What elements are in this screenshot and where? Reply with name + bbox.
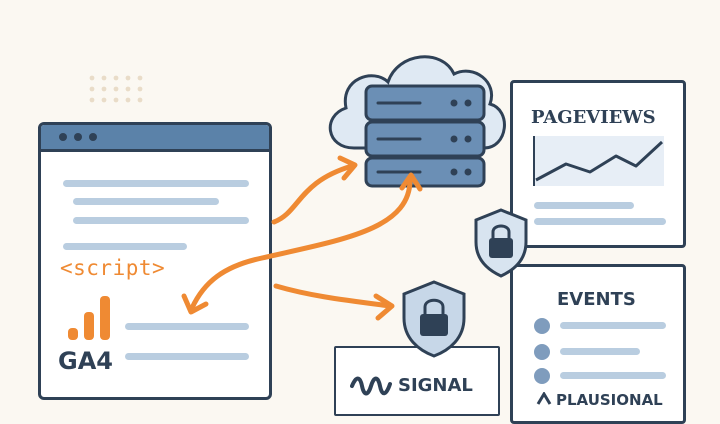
script-tag-text: <script> [60, 256, 166, 280]
browser-titlebar [41, 125, 269, 152]
lock-shield-icon [474, 208, 528, 278]
data-flow-arrows [181, 155, 423, 321]
list-bullet-icon [534, 368, 550, 384]
content-line [560, 372, 666, 379]
pageviews-title: PAGEVIEWS [531, 107, 656, 128]
content-line [125, 323, 249, 330]
signal-panel: SIGNAL [334, 346, 500, 416]
window-dot-icon [59, 133, 67, 141]
content-line [534, 202, 634, 209]
browser-window [38, 122, 272, 400]
bar-chart-icon [68, 296, 110, 340]
content-line [560, 322, 666, 329]
wave-logo-icon [350, 376, 392, 396]
arrow-to-server [271, 163, 355, 225]
list-bullet-icon [534, 318, 550, 334]
window-dot-icon [89, 133, 97, 141]
list-bullet-icon [534, 344, 550, 360]
arrow-to-signal [273, 283, 393, 309]
content-line [125, 353, 249, 360]
brand-mark-icon [536, 392, 552, 405]
content-line [63, 243, 187, 250]
content-line [73, 217, 249, 224]
dot-grid-decoration [89, 75, 143, 103]
content-line [560, 348, 640, 355]
events-title: EVENTS [557, 289, 636, 310]
line-chart-icon [533, 136, 664, 186]
content-line [63, 180, 249, 187]
content-line [73, 198, 219, 205]
ga4-label: GA4 [58, 347, 113, 375]
window-dot-icon [74, 133, 82, 141]
partial-brand-text: PLAUSIONAL [556, 391, 663, 409]
lock-shield-icon [402, 280, 466, 358]
arrow-server-to-browser [189, 177, 413, 311]
content-line [534, 218, 666, 225]
cloud-server-icon [328, 55, 506, 188]
signal-title: SIGNAL [398, 375, 473, 396]
